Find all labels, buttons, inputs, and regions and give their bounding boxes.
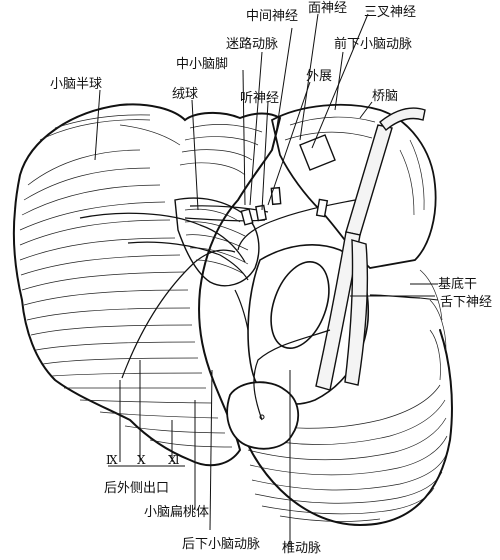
labels: 中间神经 面神经 三叉神经 迷路动脉 前下小脑动脉 中小脑脚 外展 小脑半球 绒… xyxy=(50,1,492,556)
lower-folia-outline xyxy=(234,329,453,527)
flocculus-folia xyxy=(184,208,249,275)
posterior-inferior-cerebellar-artery xyxy=(253,329,331,421)
trigeminal-nerve xyxy=(299,134,336,171)
cn-xi-branch xyxy=(234,289,249,331)
pons xyxy=(270,103,437,269)
label-pica: 后下小脑动脉 xyxy=(182,537,260,552)
middle-cerebellar-peduncle xyxy=(174,197,260,287)
label-basilar-trunk: 基底干 xyxy=(438,276,477,292)
pons-shading xyxy=(284,116,425,216)
nerve-stumps xyxy=(240,186,329,226)
label-intermediate-nerve: 中间神经 xyxy=(246,9,298,24)
label-cn-xi: Ⅺ xyxy=(168,453,180,467)
cn-ix xyxy=(79,212,246,263)
posterior-cerebral-artery xyxy=(379,107,426,132)
label-hypoglossal-nerve: 舌下神经 xyxy=(440,295,492,310)
label-cerebellar-tonsil: 小脑扁桃体 xyxy=(144,505,209,520)
label-trigeminal-nerve: 三叉神经 xyxy=(364,5,416,20)
cerebellar-hemisphere xyxy=(12,103,282,467)
cn-x xyxy=(127,241,249,281)
label-vertebral-artery: 椎动脉 xyxy=(282,541,321,556)
label-vestibulocochlear-nerve: 听神经 xyxy=(240,91,279,106)
cn-xi xyxy=(121,249,236,379)
label-cn-x: Ⅹ xyxy=(137,453,146,467)
label-cerebellar-hemisphere: 小脑半球 xyxy=(50,77,102,92)
basilar-artery xyxy=(345,124,393,236)
olive xyxy=(270,260,330,350)
label-flocculus: 绒球 xyxy=(172,87,198,102)
label-facial-nerve: 面神经 xyxy=(308,1,347,16)
vertebral-artery-right xyxy=(344,239,369,386)
label-middle-cerebellar-peduncle: 中小脑脚 xyxy=(176,56,228,72)
label-pons: 桥脑 xyxy=(372,89,398,104)
anatomy-drawing xyxy=(12,103,453,527)
label-posterolateral-exit: 后外侧出口 xyxy=(104,481,169,496)
label-labyrinthine-artery: 迷路动脉 xyxy=(226,36,278,52)
anterior-inferior-cerebellar-artery xyxy=(237,199,356,251)
label-aica: 前下小脑动脉 xyxy=(334,36,412,52)
right-edge-folia xyxy=(419,269,447,381)
label-abducens: 外展 xyxy=(306,69,332,84)
leader-lines xyxy=(94,13,439,546)
label-cn-ix: Ⅸ xyxy=(106,453,118,467)
hemisphere-folia xyxy=(19,114,263,448)
